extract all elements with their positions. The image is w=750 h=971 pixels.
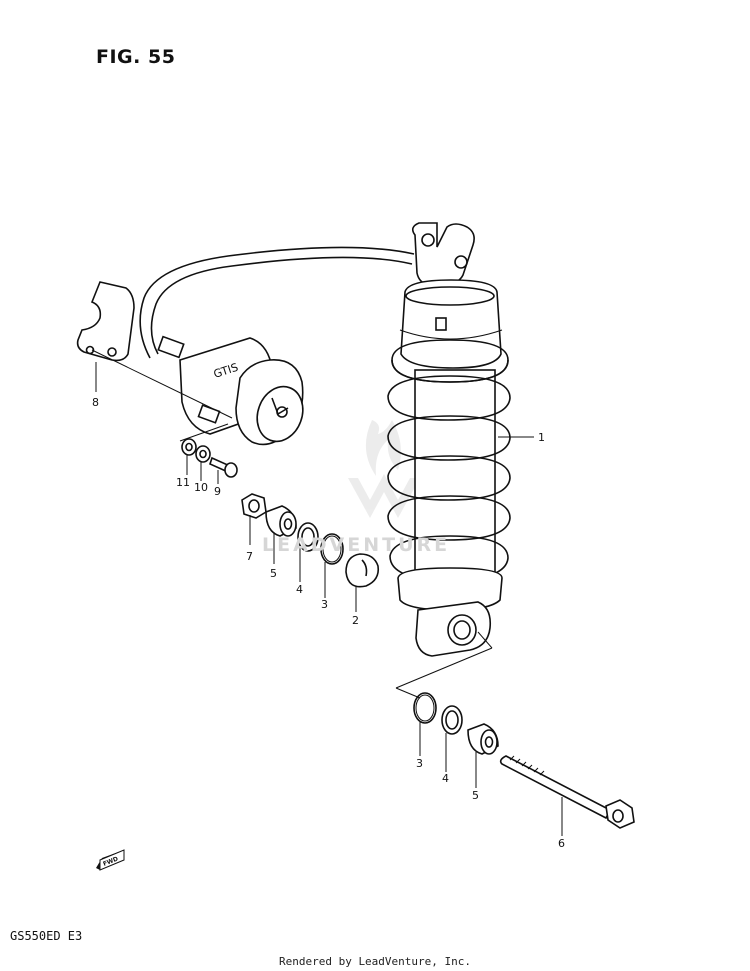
damping-adjuster-reservoir[interactable]: GTIS <box>157 335 310 448</box>
callout-5-lower: 5 <box>472 789 479 802</box>
watermark-text: LEADVENTURE <box>262 534 451 556</box>
dust-seal-4-lower[interactable] <box>441 705 463 735</box>
spacer-5-upper[interactable] <box>265 505 297 537</box>
callout-2: 2 <box>352 614 359 627</box>
callout-3-lower: 3 <box>416 757 423 770</box>
nut-7[interactable] <box>241 493 267 519</box>
dust-seal-4-upper[interactable] <box>297 522 319 552</box>
callout-4-lower: 4 <box>442 772 449 785</box>
leader-lines <box>91 349 563 836</box>
screw-9[interactable] <box>209 456 238 478</box>
callout-11: 11 <box>176 476 190 489</box>
callout-8: 8 <box>92 396 99 409</box>
callout-5-upper: 5 <box>270 567 277 580</box>
callout-4-upper: 4 <box>296 583 303 596</box>
bushing-2[interactable] <box>345 553 380 588</box>
o-ring-3-lower[interactable] <box>413 692 437 724</box>
rear-shock-absorber[interactable] <box>387 222 511 657</box>
mounting-bolt-6[interactable] <box>499 755 635 829</box>
callout-6: 6 <box>558 837 565 850</box>
callout-10: 10 <box>194 481 208 494</box>
forward-direction-arrow: FWD <box>96 849 125 871</box>
lock-washer-10[interactable] <box>195 445 211 463</box>
reservoir-mounting-bracket[interactable] <box>76 281 135 362</box>
callout-1: 1 <box>538 431 545 444</box>
model-code: GS550ED E3 <box>10 929 83 943</box>
figure-title: FIG. 55 <box>96 46 176 68</box>
reservoir-hose <box>139 246 415 359</box>
spacer-5-lower[interactable] <box>467 723 499 755</box>
callout-3-upper: 3 <box>321 598 328 611</box>
leadventure-watermark-logo <box>348 420 420 518</box>
callout-7: 7 <box>246 550 253 563</box>
o-ring-3-upper[interactable] <box>320 533 344 565</box>
washer-11[interactable] <box>181 438 197 456</box>
callout-labels: 1 2 3 4 5 7 8 9 10 11 3 4 5 6 <box>92 396 565 850</box>
callout-9: 9 <box>214 485 221 498</box>
footer-credit: Rendered by LeadVenture, Inc. <box>278 955 472 968</box>
